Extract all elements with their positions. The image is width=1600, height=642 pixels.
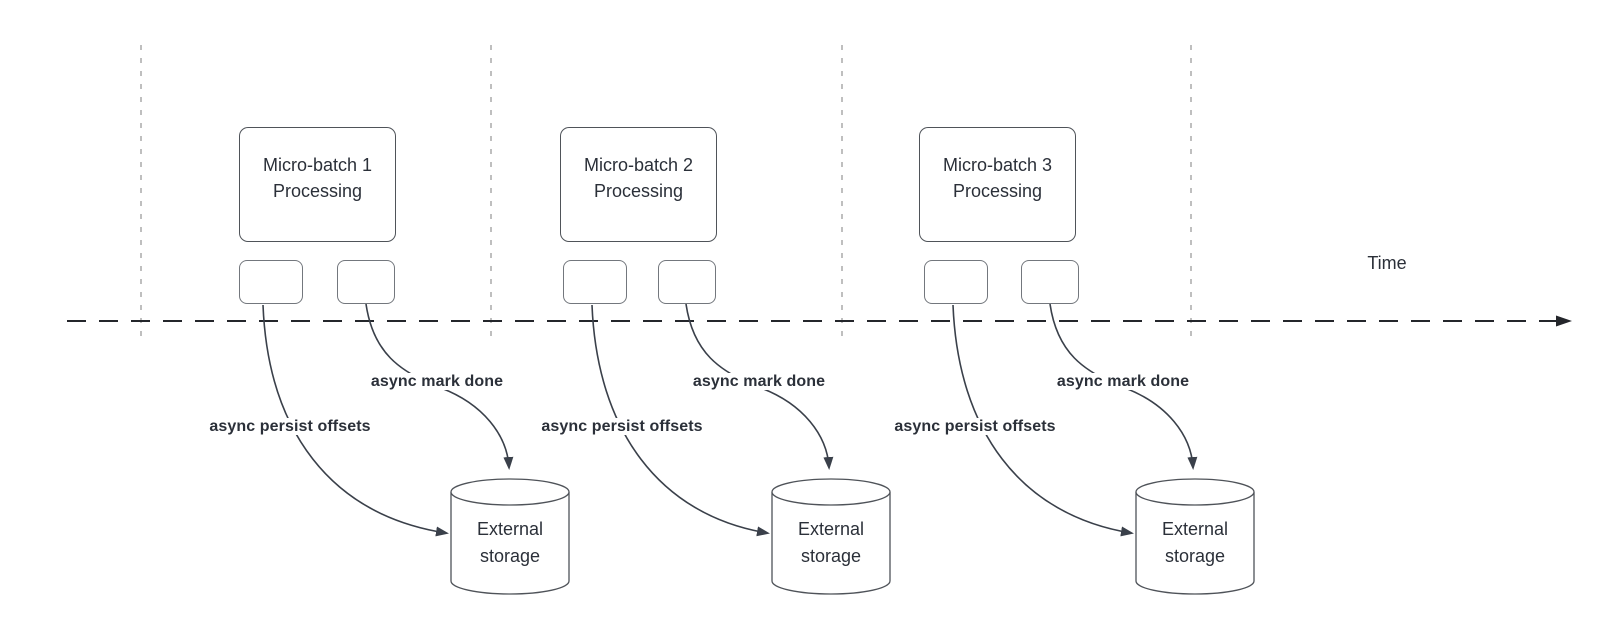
external-storage-label: External storage <box>476 519 544 566</box>
micro-batch-3-label: Micro-batch 3 Processing <box>942 154 1053 201</box>
persist-offsets-arrow <box>591 304 770 537</box>
offset-commit-task-box <box>239 260 303 304</box>
async-mark-done-label: async mark done <box>357 372 517 392</box>
persist-offsets-arrow <box>952 304 1134 537</box>
micro-batch-2-label: Micro-batch 2 Processing <box>583 154 694 201</box>
storage-cylinder <box>1135 478 1255 595</box>
async-persist-offsets-label: async persist offsets <box>885 417 1065 437</box>
persist-offsets-arrow <box>262 304 449 537</box>
mark-done-task-box <box>658 260 716 304</box>
micro-batch-3-box: Micro-batch 3 Processing <box>919 127 1076 242</box>
time-axis-label: Time <box>1367 253 1407 273</box>
external-storage-label: External storage <box>1161 519 1229 566</box>
offset-commit-task-box <box>924 260 988 304</box>
micro-batch-1-box: Micro-batch 1 Processing <box>239 127 396 242</box>
external-storage-label: External storage <box>797 519 865 566</box>
storage-cylinder <box>450 478 570 595</box>
offset-commit-task-box <box>563 260 627 304</box>
async-mark-done-label: async mark done <box>679 372 839 392</box>
async-persist-offsets-label: async persist offsets <box>200 417 380 437</box>
mark-done-task-box <box>1021 260 1079 304</box>
async-mark-done-label: async mark done <box>1043 372 1203 392</box>
async-persist-offsets-label: async persist offsets <box>532 417 712 437</box>
mark-done-task-box <box>337 260 395 304</box>
storage-cylinder <box>771 478 891 595</box>
micro-batch-2-box: Micro-batch 2 Processing <box>560 127 717 242</box>
micro-batch-1-label: Micro-batch 1 Processing <box>262 154 373 201</box>
